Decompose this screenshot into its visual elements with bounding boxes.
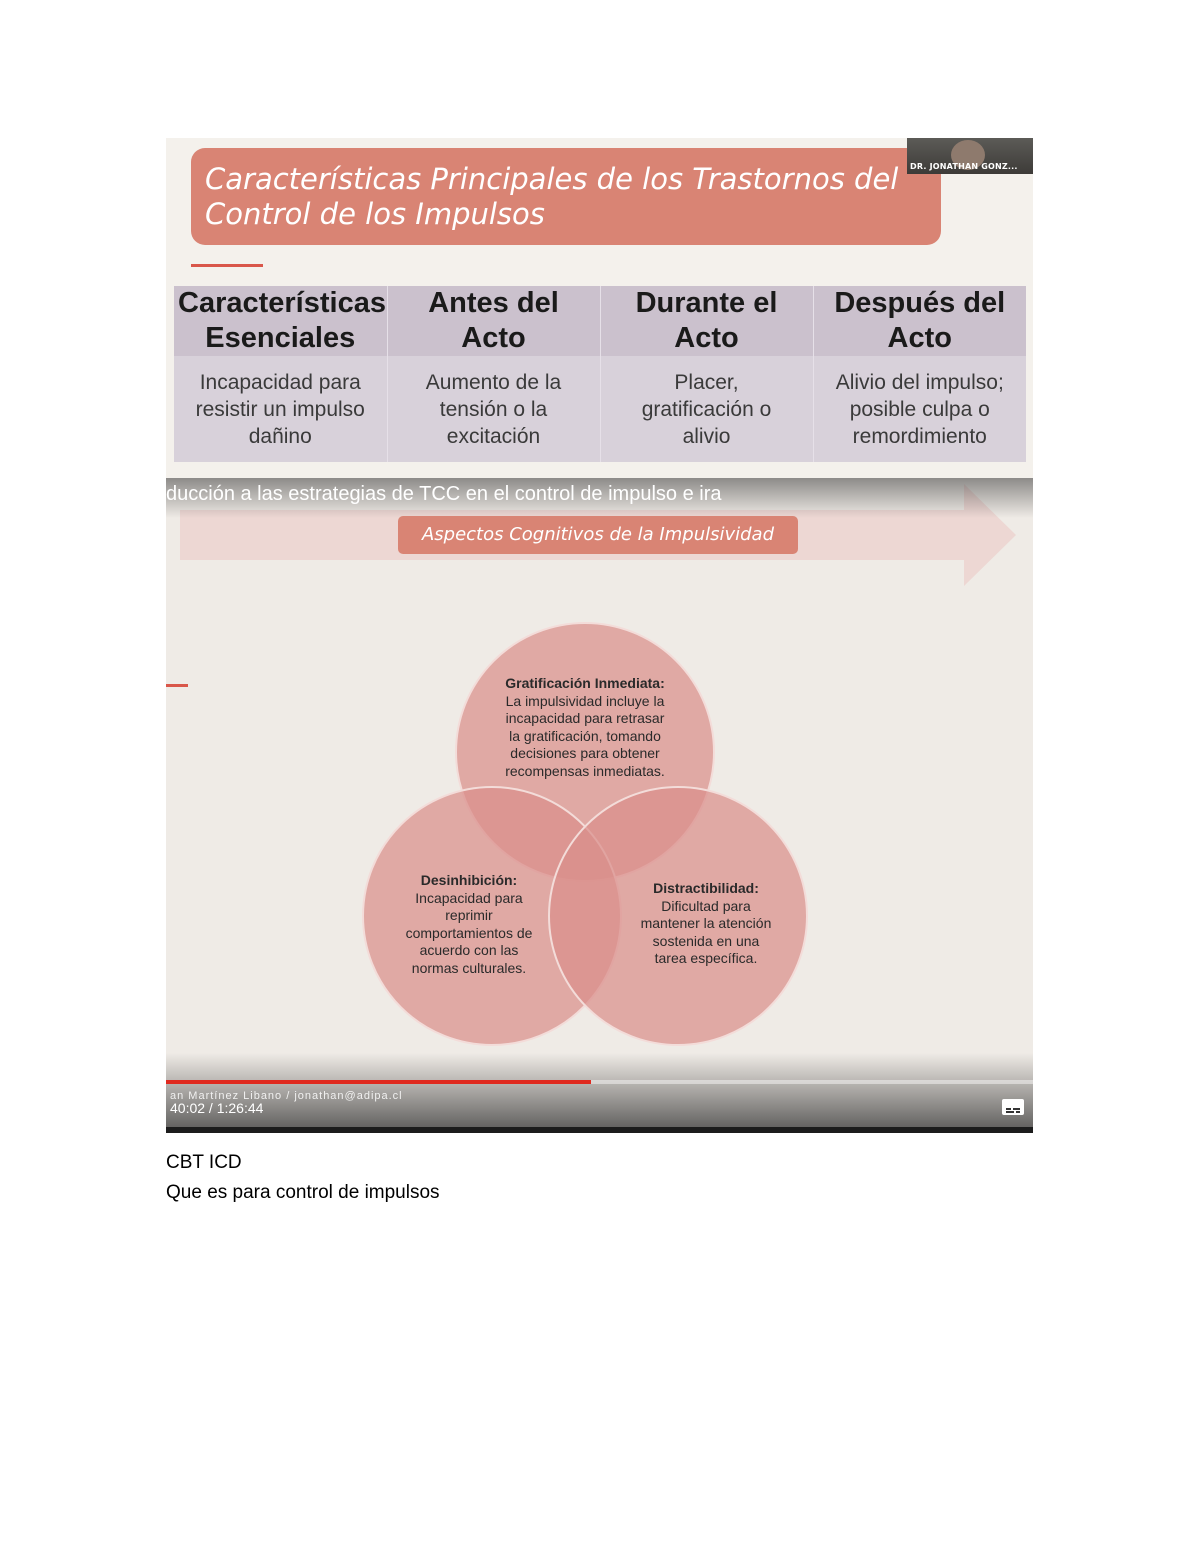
characteristics-table: Características Esenciales Antes del Act… — [174, 286, 1026, 462]
presenter-credit: an Martínez Libano / jonathan@adipa.cl — [170, 1090, 403, 1102]
table-row: Incapacidad para resistir un impulso dañ… — [174, 356, 1026, 462]
slide-screenshot-characteristics: Características Principales de los Trast… — [166, 138, 1033, 478]
video-progress-fill — [166, 1080, 591, 1084]
section-banner-text: Aspectos Cognitivos de la Impulsividad — [421, 524, 775, 545]
video-top-gradient — [166, 478, 1033, 518]
section-banner: Aspectos Cognitivos de la Impulsividad — [398, 516, 798, 554]
table-cell: Incapacidad para resistir un impulso dañ… — [174, 356, 388, 462]
venn-label-distractibility: Distractibilidad: Dificultad para manten… — [614, 880, 798, 968]
video-progress-bar[interactable] — [166, 1080, 1033, 1084]
venn-label-disinhibition: Desinhibición: Incapacidad para reprimir… — [374, 872, 564, 977]
table-header-cell: Antes del Acto — [387, 286, 601, 356]
venn-label-body: Incapacidad para reprimir comportamiento… — [405, 889, 533, 976]
venn-label-title: Gratificación Inmediata: — [505, 675, 665, 691]
table-header-cell: Características Esenciales — [174, 286, 388, 356]
table-header-row: Características Esenciales Antes del Act… — [174, 286, 1026, 356]
accent-divider — [191, 264, 263, 267]
closed-captions-icon[interactable] — [1002, 1099, 1024, 1115]
venn-circle-distractibility — [548, 786, 808, 1046]
presenter-face — [951, 140, 985, 170]
table-header-cell: Durante el Acto — [600, 286, 814, 356]
table-cell: Aumento de la tensión o la excitación — [387, 356, 601, 462]
venn-label-body: Dificultad para mantener la atención sos… — [640, 897, 772, 967]
notes-text: CBT ICD Que es para control de impulsos — [166, 1148, 440, 1208]
video-bottom-gradient — [166, 1053, 1033, 1133]
note-line: Que es para control de impulsos — [166, 1182, 440, 1203]
video-bottom-bar — [166, 1127, 1033, 1133]
table-header-cell: Después del Acto — [813, 286, 1026, 356]
venn-diagram — [362, 622, 808, 1046]
venn-label-gratification: Gratificación Inmediata: La impulsividad… — [470, 675, 700, 780]
table-cell: Placer, gratificación o alivio — [600, 356, 814, 462]
title-banner: Características Principales de los Trast… — [191, 148, 941, 245]
accent-dash — [166, 684, 188, 687]
venn-label-title: Distractibilidad: — [653, 880, 759, 896]
video-timecode: 40:02 / 1:26:44 — [170, 1100, 264, 1116]
venn-label-body: La impulsividad incluye la incapacidad p… — [505, 692, 665, 779]
camera-name-label: DR. JONATHAN GONZ... — [910, 162, 1018, 171]
video-title[interactable]: ducción a las estrategias de TCC en el c… — [166, 483, 722, 505]
table-cell: Alivio del impulso; posible culpa o remo… — [813, 356, 1026, 462]
venn-label-title: Desinhibición: — [420, 872, 518, 888]
presenter-camera-thumbnail: DR. JONATHAN GONZ... — [907, 138, 1033, 174]
video-player-screenshot[interactable]: ducción a las estrategias de TCC en el c… — [166, 478, 1033, 1133]
slide-title: Características Principales de los Trast… — [205, 162, 899, 231]
note-line: CBT ICD — [166, 1152, 242, 1173]
